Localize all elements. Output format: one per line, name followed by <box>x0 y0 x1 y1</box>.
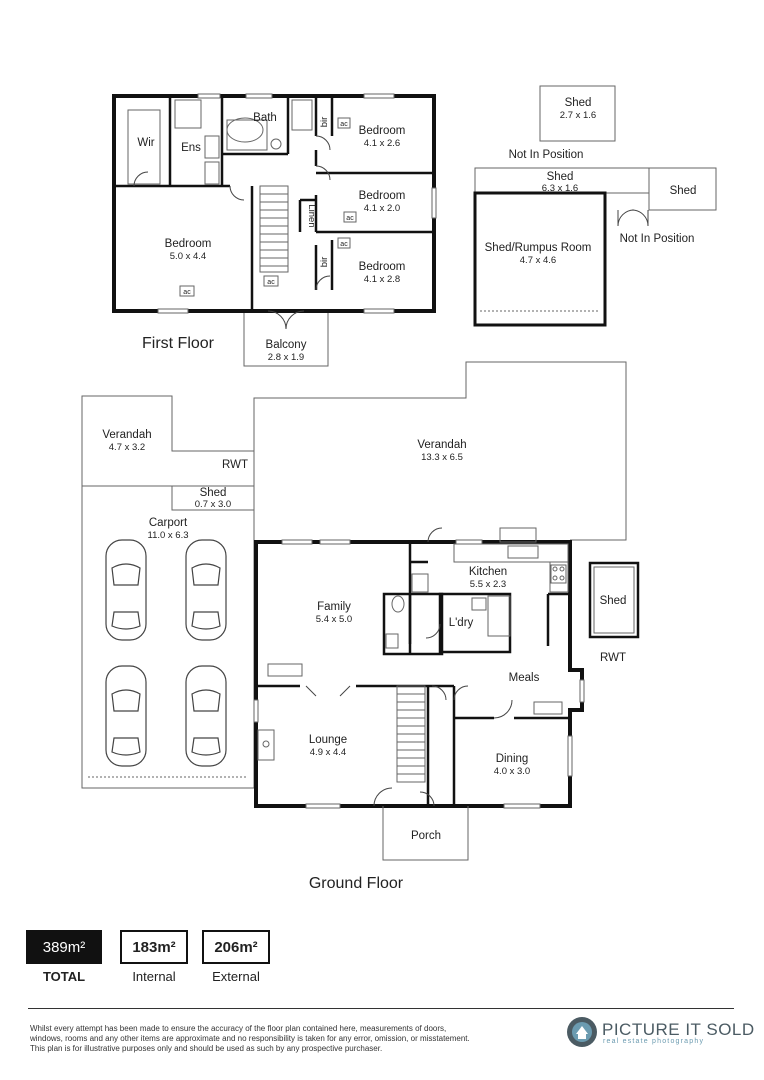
verandah-large-name: Verandah <box>417 439 466 451</box>
verandah-large <box>253 361 627 541</box>
carport-name: Carport <box>149 517 188 529</box>
kitchen-size: 5.5 x 2.3 <box>470 579 506 590</box>
ac-label: ac <box>346 215 354 222</box>
first-floor-title: First Floor <box>142 335 215 352</box>
shed-small <box>648 167 717 211</box>
brand-tagline: real estate photography <box>603 1038 705 1045</box>
air-conditioner-icon <box>337 117 351 129</box>
ac-label: ac <box>183 289 191 296</box>
lounge-name: Lounge <box>309 734 347 746</box>
car-icon <box>185 665 227 767</box>
shed-rumpus-room <box>473 191 607 327</box>
car-icon <box>105 665 147 767</box>
footer-divider <box>28 1008 734 1009</box>
total-area-label: TOTAL <box>42 969 86 984</box>
kitchen-name: Kitchen <box>469 566 507 578</box>
air-conditioner-icon <box>263 275 279 287</box>
bir-label-2: bir <box>319 257 330 268</box>
rwt-label-2: RWT <box>600 652 626 664</box>
ac-label: ac <box>340 241 348 248</box>
bedroom-3-size: 4.1 x 2.8 <box>364 274 400 285</box>
bath-label: Bath <box>253 112 277 124</box>
porch-label: Porch <box>411 830 441 842</box>
shed-long-size: 6.3 x 1.6 <box>542 183 578 194</box>
external-area-value: 206m² <box>202 930 270 964</box>
verandah-small-name: Verandah <box>102 429 151 441</box>
first-floor: Wir Ens Bath bir bir Linen ac ac ac ac a… <box>112 93 437 367</box>
bedroom-1-size: 4.1 x 2.6 <box>364 138 400 149</box>
toilet-icon <box>391 595 405 613</box>
internal-area-value: 183m² <box>120 930 188 964</box>
air-conditioner-icon <box>179 285 195 297</box>
bedroom-2-size: 4.1 x 2.0 <box>364 203 400 214</box>
dining-name: Dining <box>496 753 529 765</box>
internal-area-label: Internal <box>132 969 176 984</box>
lounge-size: 4.9 x 4.4 <box>310 747 346 758</box>
car-icon <box>105 539 147 641</box>
ens-label: Ens <box>181 142 201 154</box>
ground-floor: Verandah 4.7 x 3.2 RWT Verandah 13.3 x 6… <box>81 361 640 892</box>
balcony-size: 2.8 x 1.9 <box>268 352 304 363</box>
verandah-large-size: 13.3 x 6.5 <box>421 452 463 463</box>
shed-carport-size: 0.7 x 3.0 <box>195 499 231 510</box>
stairs-first <box>259 185 289 273</box>
stove-icon <box>550 564 567 584</box>
shed-top <box>539 85 616 142</box>
dining-size: 4.0 x 3.0 <box>494 766 530 777</box>
shed-rumpus-name: Shed/Rumpus Room <box>485 242 592 254</box>
outbuildings: Shed 2.7 x 1.6 Not In Position Shed 6.3 … <box>473 85 717 327</box>
bedroom-3-name: Bedroom <box>359 261 406 273</box>
verandah-small <box>81 395 255 486</box>
stairs-ground <box>396 685 426 783</box>
sink-icon <box>507 545 539 559</box>
disclaimer-line: Whilst every attempt has been made to en… <box>30 1024 447 1033</box>
verandah-small-size: 4.7 x 3.2 <box>109 442 145 453</box>
ac-label: ac <box>267 279 275 286</box>
fireplace-icon <box>533 701 563 715</box>
shed-rumpus-size: 4.7 x 4.6 <box>520 255 556 266</box>
total-area-value: 389m² <box>26 930 102 964</box>
not-in-position-2: Not In Position <box>620 233 695 245</box>
meals-label: Meals <box>509 672 540 684</box>
shed-carport <box>171 485 255 511</box>
linen-label: Linen <box>306 204 317 227</box>
disclaimer: Whilst every attempt has been made to en… <box>30 1024 550 1054</box>
bedroom-1-name: Bedroom <box>359 125 406 137</box>
brand-name: PICTURE IT SOLD <box>602 1020 755 1039</box>
carport-size: 11.0 x 6.3 <box>147 530 188 541</box>
shed-carport-name: Shed <box>200 487 227 499</box>
not-in-position-1: Not In Position <box>509 149 584 161</box>
laundry-label: L'dry <box>449 617 474 629</box>
wir-label: Wir <box>137 137 154 149</box>
bedroom-main-name: Bedroom <box>165 238 212 250</box>
shed-long-name: Shed <box>547 171 574 183</box>
car-icon <box>185 539 227 641</box>
logo-mark-icon <box>567 1017 597 1047</box>
shed-top-name: Shed <box>565 97 592 109</box>
bedroom-main-size: 5.0 x 4.4 <box>170 251 206 262</box>
ac-label: ac <box>340 121 348 128</box>
air-conditioner-icon <box>337 237 351 249</box>
shed-right-label: Shed <box>600 595 627 607</box>
air-conditioner-icon <box>343 211 357 223</box>
balcony-name: Balcony <box>266 339 307 351</box>
external-area-label: External <box>212 969 260 984</box>
bedroom-2-name: Bedroom <box>359 190 406 202</box>
shed-top-size: 2.7 x 1.6 <box>560 110 596 121</box>
fireplace-icon <box>267 663 303 677</box>
porch-area <box>382 806 469 861</box>
shed-small-name: Shed <box>670 185 697 197</box>
family-name: Family <box>317 601 351 613</box>
disclaimer-line: windows, rooms and any other items are a… <box>30 1034 470 1043</box>
ground-floor-title: Ground Floor <box>309 875 404 892</box>
disclaimer-line: This plan is for illustrative purposes o… <box>30 1044 383 1053</box>
family-size: 5.4 x 5.0 <box>316 614 352 625</box>
bir-label-1: bir <box>319 117 330 128</box>
rwt-label-1: RWT <box>222 459 248 471</box>
